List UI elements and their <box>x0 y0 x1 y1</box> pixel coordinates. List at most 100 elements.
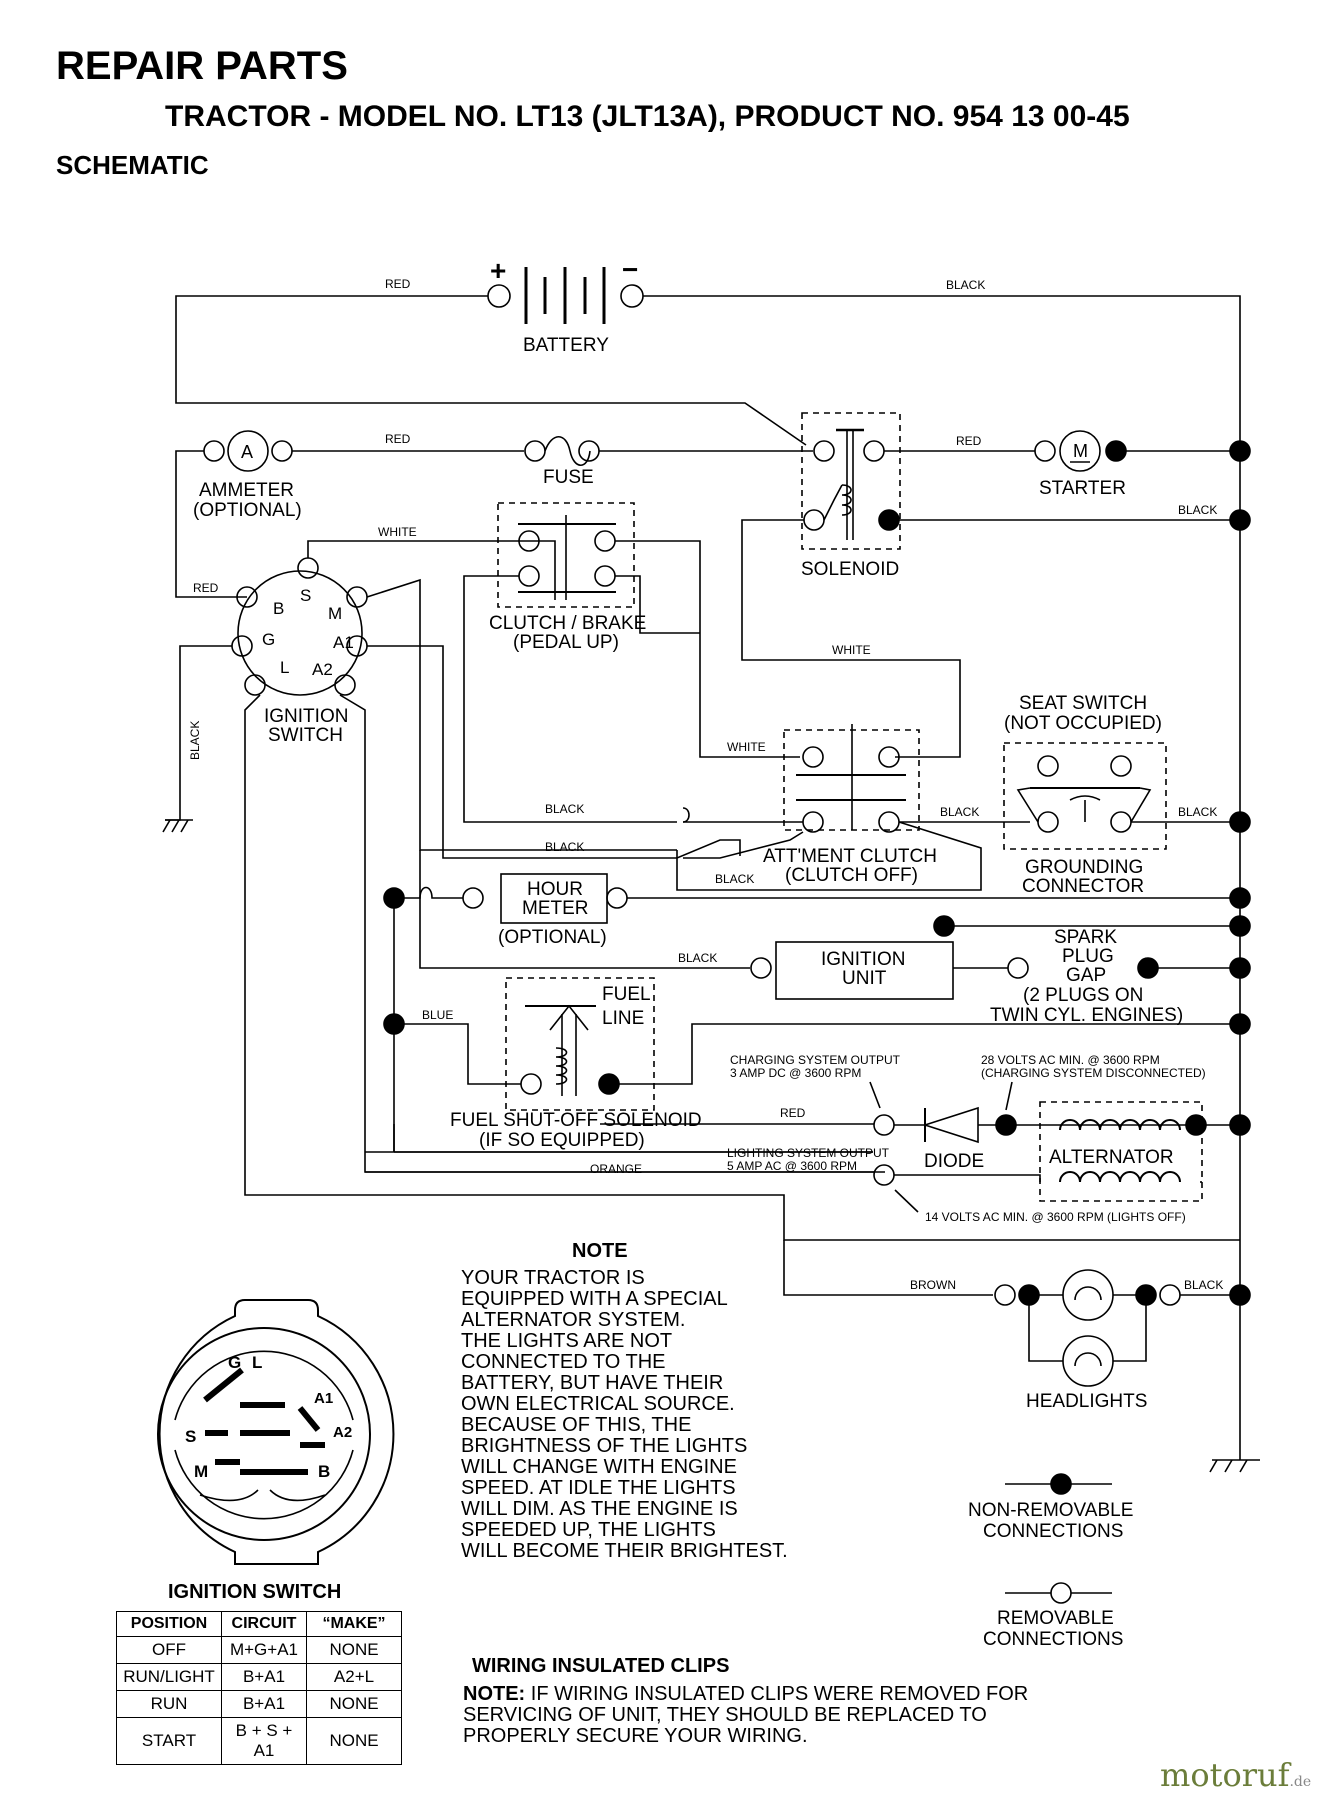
note-line: WILL CHANGE WITH ENGINE <box>461 1456 737 1478</box>
table-header-row: POSITION CIRCUIT “MAKE” <box>116 1611 402 1637</box>
battery: + − BATTERY <box>487 254 644 356</box>
table-cell: B+A1 <box>221 1690 307 1718</box>
seat-switch: SEAT SWITCH (NOT OCCUPIED) GROUNDING CON… <box>1003 693 1167 897</box>
watermark-tld: .de <box>1289 1774 1312 1790</box>
spark-plug-label-2: PLUG <box>1062 946 1114 967</box>
ammeter-sub: (OPTIONAL) <box>193 500 302 521</box>
wire-label-brown: BROWN <box>910 1278 956 1292</box>
ignition-table: POSITION CIRCUIT “MAKE” OFF M+G+A1 NONE … <box>116 1611 402 1765</box>
note-line: WILL BECOME THEIR BRIGHTEST. <box>461 1540 788 1562</box>
wire-label-orange: ORANGE <box>590 1162 642 1176</box>
diode-label: DIODE <box>924 1151 984 1172</box>
ammeter-symbol: A <box>241 442 253 462</box>
table-cell: NONE <box>306 1717 402 1765</box>
removable-label-2: CONNECTIONS <box>983 1629 1123 1650</box>
table-header: POSITION <box>116 1611 222 1637</box>
attment-clutch-label: ATT'MENT CLUTCH <box>763 846 937 867</box>
page-title: REPAIR PARTS <box>56 44 348 88</box>
note-line: BECAUSE OF THIS, THE <box>461 1414 692 1436</box>
face-term-l: L <box>252 1353 262 1372</box>
spark-plug-label-5: TWIN CYL. ENGINES) <box>990 1005 1183 1026</box>
fuel-solenoid-label: FUEL SHUT-OFF SOLENOID <box>450 1110 702 1131</box>
term-b: B <box>273 599 284 618</box>
table-row: START B + S + A1 NONE <box>116 1717 402 1765</box>
ignition-switch-face: G L A1 S A2 M B <box>157 1299 395 1565</box>
table-cell: NONE <box>306 1690 402 1718</box>
wire-label-white: WHITE <box>727 740 766 754</box>
table-header: “MAKE” <box>306 1611 402 1637</box>
note-line: ALTERNATOR SYSTEM. <box>461 1309 686 1331</box>
wire-label-black: BLACK <box>940 805 979 819</box>
charging-label-2: 3 AMP DC @ 3600 RPM <box>730 1066 861 1080</box>
term-a1: A1 <box>333 633 354 652</box>
table-cell: NONE <box>306 1636 402 1664</box>
ignition-unit: IGNITION UNIT <box>750 941 954 1000</box>
grounding-label-2: CONNECTOR <box>1022 876 1144 897</box>
clips-line: PROPERLY SECURE YOUR WIRING. <box>463 1725 808 1747</box>
table-cell: RUN/LIGHT <box>116 1663 222 1691</box>
solenoid-label: SOLENOID <box>801 559 899 580</box>
clutch-brake-switch: CLUTCH / BRAKE (PEDAL UP) <box>489 502 646 653</box>
volts28-label-2: (CHARGING SYSTEM DISCONNECTED) <box>981 1066 1206 1080</box>
term-g: G <box>262 630 275 649</box>
watermark-brand: motoruf <box>1160 1756 1290 1794</box>
grounding-label: GROUNDING <box>1025 857 1143 878</box>
nonremovable-label-2: CONNECTIONS <box>983 1521 1123 1542</box>
note-title: NOTE <box>572 1240 628 1262</box>
fuel-shutoff-solenoid: FUEL LINE FUEL SHUT-OFF SOLENOID (IF SO … <box>450 977 702 1151</box>
table-cell: M+G+A1 <box>221 1636 307 1664</box>
seat-switch-label: SEAT SWITCH <box>1019 693 1147 714</box>
hour-meter-sub: (OPTIONAL) <box>498 927 607 948</box>
wire-label-red: RED <box>193 581 219 595</box>
ignition-unit-label: IGNITION <box>821 949 905 970</box>
clutch-brake-label: CLUTCH / BRAKE <box>489 613 646 634</box>
table-cell: A2+L <box>306 1663 402 1691</box>
spark-plug-label-3: GAP <box>1066 965 1106 986</box>
note-line: BATTERY, BUT HAVE THEIR <box>461 1372 724 1394</box>
seat-switch-sub: (NOT OCCUPIED) <box>1004 713 1162 734</box>
wire-label-black: BLACK <box>946 278 985 292</box>
clutch-brake-sub: (PEDAL UP) <box>513 632 619 653</box>
headlights-label: HEADLIGHTS <box>1026 1391 1147 1412</box>
starter: M STARTER <box>1034 430 1127 499</box>
hour-meter-label-2: METER <box>522 898 589 919</box>
ignition-unit-label-2: UNIT <box>842 968 887 989</box>
note-body: YOUR TRACTOR IS EQUIPPED WITH A SPECIAL … <box>461 1268 788 1562</box>
headlights: HEADLIGHTS <box>994 1269 1181 1412</box>
fuel-line-label-2: LINE <box>602 1008 644 1029</box>
fuel-line-label: FUEL <box>602 984 651 1005</box>
battery-plus: + <box>490 255 506 286</box>
battery-label: BATTERY <box>523 335 609 356</box>
ammeter: A AMMETER (OPTIONAL) <box>193 430 302 521</box>
note-line: BRIGHTNESS OF THE LIGHTS <box>461 1435 748 1457</box>
spark-plug-label-1: SPARK <box>1054 927 1117 948</box>
face-term-s: S <box>185 1427 196 1446</box>
table-cell: START <box>116 1717 222 1765</box>
note-line: THE LIGHTS ARE NOT <box>461 1330 673 1352</box>
clips-line: SERVICING OF UNIT, THEY SHOULD BE REPLAC… <box>463 1704 987 1726</box>
wire-label-black: BLACK <box>1178 805 1217 819</box>
clips-line-text: IF WIRING INSULATED CLIPS WERE REMOVED F… <box>525 1683 1029 1705</box>
section-title: SCHEMATIC <box>56 150 209 180</box>
table-cell: B + S + A1 <box>221 1717 307 1765</box>
page-subtitle: TRACTOR - MODEL NO. LT13 (JLT13A), PRODU… <box>165 100 1130 133</box>
wire-label-red: RED <box>780 1106 806 1120</box>
term-m: M <box>328 604 342 623</box>
note-line: SPEEDED UP, THE LIGHTS <box>461 1519 716 1541</box>
face-term-m: M <box>194 1462 208 1481</box>
face-term-g: G <box>228 1353 241 1372</box>
ignition-switch: B S M G A1 L A2 IGNITION SWITCH <box>231 557 368 746</box>
volts28-label-1: 28 VOLTS AC MIN. @ 3600 RPM <box>981 1053 1160 1067</box>
removable-label-1: REMOVABLE <box>997 1608 1114 1629</box>
wire-label-black: BLACK <box>715 872 754 886</box>
table-row: RUN B+A1 NONE <box>116 1690 402 1718</box>
wire-label-black: BLACK <box>545 840 584 854</box>
alternator-label: ALTERNATOR <box>1049 1147 1174 1168</box>
table-row: RUN/LIGHT B+A1 A2+L <box>116 1663 402 1691</box>
charging-label-1: CHARGING SYSTEM OUTPUT <box>730 1053 901 1067</box>
clips-note-label: NOTE: <box>463 1683 526 1705</box>
note-line: WILL DIM. AS THE ENGINE IS <box>461 1498 738 1520</box>
alternator: ALTERNATOR <box>1016 1101 1207 1202</box>
solenoid: SOLENOID <box>801 412 901 580</box>
clips-note: NOTE: IF WIRING INSULATED CLIPS WERE REM… <box>463 1684 1028 1747</box>
